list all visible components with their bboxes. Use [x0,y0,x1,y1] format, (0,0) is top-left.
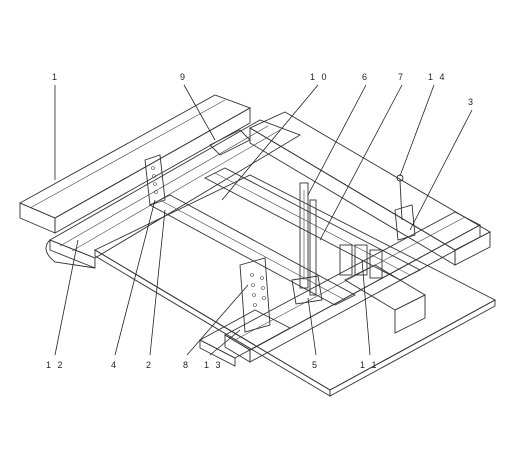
callout-2: 2 [146,360,153,370]
hook-hanger-14 [394,174,416,241]
anchor-clip-5 [291,275,323,305]
nonius-hanger-7 [309,199,317,296]
callout-11: 1 1 [360,360,379,370]
callout-12: 1 2 [46,360,65,370]
cross-connector-11 [339,244,383,279]
callout-7: 7 [398,72,405,82]
callout-1: 1 [52,72,59,82]
hanger-bracket-4 [144,154,166,206]
callout-6: 6 [362,72,369,82]
callout-9: 9 [180,72,187,82]
callout-5: 5 [312,360,319,370]
callout-14: 1 4 [428,72,447,82]
cross-runner-2 [204,167,421,281]
leader-lines [54,84,473,356]
edge-channel [344,264,426,334]
callout-13: 1 3 [204,360,223,370]
timber-beam-left [18,94,252,234]
cross-runner-1 [149,194,356,306]
plasterboard-panel [94,174,496,397]
callout-3: 3 [468,97,475,107]
hanger-rod-6 [299,182,309,289]
callout-10: 1 0 [310,72,329,82]
timber-beam-right [249,111,491,266]
callout-4: 4 [111,360,118,370]
callout-8: 8 [183,360,190,370]
primary-channel-left [45,119,302,269]
top-clip-9 [209,129,251,156]
profile-connector [199,309,291,367]
perforated-bracket-8 [239,257,271,333]
